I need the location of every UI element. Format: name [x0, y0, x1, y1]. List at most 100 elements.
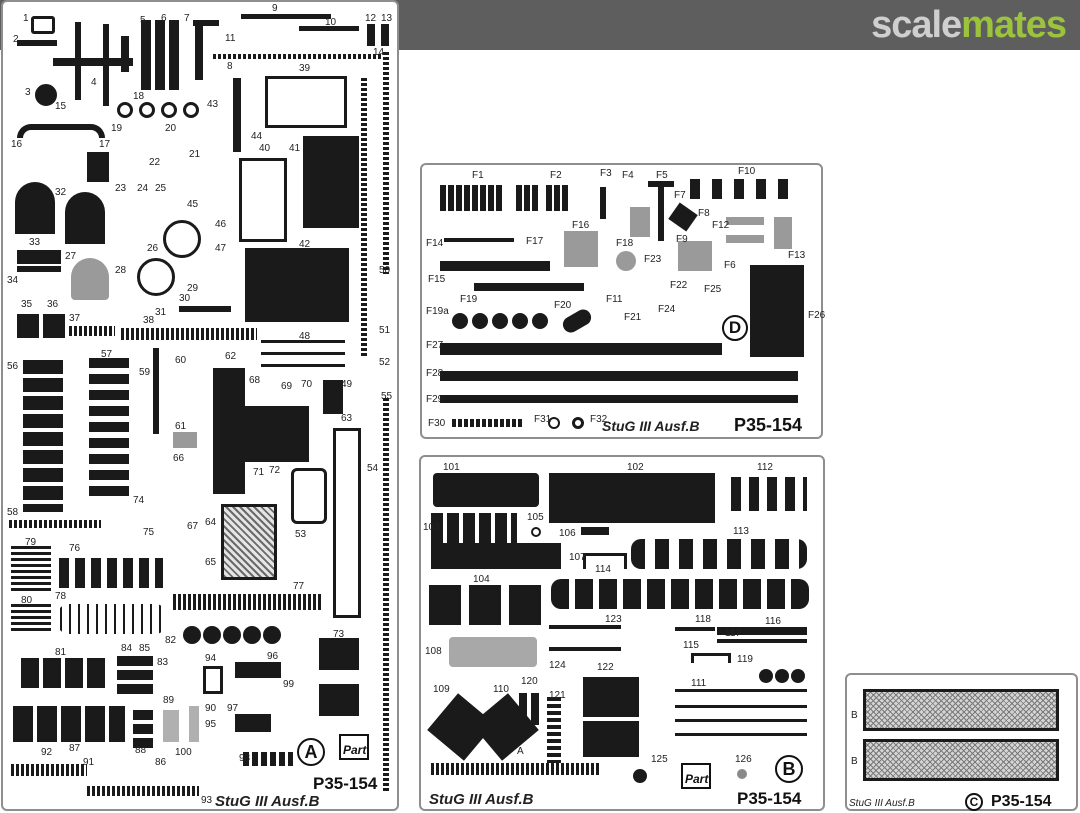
- part-code: P35-154: [734, 415, 803, 435]
- part-label: 29: [187, 283, 199, 294]
- part-label: 49: [341, 379, 353, 390]
- part-label: F31: [534, 414, 552, 425]
- part-shape: [235, 714, 271, 732]
- part-label: 126: [735, 754, 752, 765]
- part-label: 22: [149, 157, 161, 168]
- part-label: 46: [215, 219, 227, 230]
- part-label: 87: [69, 743, 81, 754]
- part-label: F14: [426, 238, 444, 249]
- part-label: F30: [428, 418, 446, 429]
- part-label: 113: [733, 526, 749, 537]
- part-label: 115: [683, 640, 699, 651]
- part-shape: [155, 20, 165, 90]
- part-shape: [137, 258, 175, 296]
- logo-text-scale: scale: [871, 4, 962, 46]
- part-shape: [564, 231, 598, 267]
- part-label: 31: [155, 307, 167, 318]
- fret-title: StuG III Ausf.B: [429, 791, 534, 808]
- part-shape: [153, 348, 159, 434]
- part-label: 4: [91, 77, 97, 88]
- part-shape: [261, 352, 345, 355]
- part-shape: [678, 241, 712, 271]
- part-shape: [431, 763, 601, 775]
- part-label: 69: [281, 381, 293, 392]
- part-label: 114: [595, 564, 611, 575]
- part-shape: [203, 666, 223, 694]
- part-label: 72: [269, 465, 281, 476]
- part-shape: [361, 78, 367, 358]
- part-shape: [750, 265, 804, 357]
- part-shape: [532, 313, 548, 329]
- part-shape: [600, 187, 606, 219]
- part-shape: [291, 468, 327, 524]
- part-label: 10: [325, 17, 337, 28]
- part-shape: [658, 181, 664, 241]
- part-shape: [195, 20, 203, 80]
- part-shape: [452, 419, 522, 427]
- part-label: 93: [201, 795, 213, 806]
- part-label: 37: [69, 313, 81, 324]
- part-label: 103: [423, 522, 440, 533]
- part-label: 24: [137, 183, 149, 194]
- part-label: 52: [379, 357, 391, 368]
- part-shape: [121, 36, 129, 72]
- fret-title: StuG III Ausf.B: [215, 793, 320, 810]
- part-label: 60: [175, 355, 187, 366]
- part-label: F7: [674, 190, 686, 201]
- part-label: 82: [165, 635, 177, 646]
- part-shape: [89, 358, 129, 496]
- part-shape: [731, 477, 807, 511]
- fret-a: 1 2 3 4 5 6 7 8 9 10 11 12 13 14 15 16 1…: [1, 0, 399, 811]
- part-shape: [9, 520, 101, 528]
- part-label: 51: [379, 325, 391, 336]
- part-label: 84: [121, 643, 133, 654]
- part-shape: [367, 24, 375, 46]
- part-shape: [43, 314, 65, 338]
- part-brand-logo: Part: [681, 763, 711, 789]
- part-label: F12: [712, 220, 730, 231]
- brand-text: Part: [685, 772, 709, 786]
- part-label: F29: [426, 394, 444, 405]
- part-label: 16: [11, 139, 23, 150]
- part-label: 43: [207, 99, 219, 110]
- part-label: 27: [65, 251, 77, 262]
- part-shape: [726, 217, 764, 225]
- part-shape: [630, 207, 650, 237]
- part-label: 91: [83, 757, 95, 768]
- part-shape: [549, 647, 621, 651]
- part-shape: [717, 627, 807, 635]
- part-shape: [121, 328, 257, 340]
- part-shape: [245, 406, 309, 462]
- part-label: 74: [133, 495, 145, 506]
- part-shape: [203, 626, 221, 644]
- part-label: 15: [55, 101, 67, 112]
- part-shape: [319, 638, 359, 670]
- part-label: 71: [253, 467, 265, 478]
- part-label: 108: [425, 646, 442, 657]
- part-label: 9: [272, 3, 278, 14]
- part-shape: [726, 235, 764, 243]
- fret-letter-d: D: [722, 315, 748, 341]
- part-label: 5: [140, 15, 146, 26]
- part-shape: [549, 473, 715, 523]
- part-shape: [133, 710, 153, 748]
- scalemates-logo[interactable]: scalemates: [871, 4, 1067, 47]
- part-shape: [581, 527, 609, 535]
- part-shape: [161, 102, 177, 118]
- part-shape: [775, 669, 789, 683]
- part-shape: [737, 769, 747, 779]
- part-label: 90: [205, 703, 217, 714]
- part-shape: [547, 697, 561, 765]
- part-shape: [265, 76, 347, 128]
- part-shape: [759, 669, 773, 683]
- part-label: 45: [187, 199, 199, 210]
- part-shape: [791, 669, 805, 683]
- part-shape: [17, 40, 57, 46]
- part-label: 86: [155, 757, 167, 768]
- logo-text-mates: mates: [961, 4, 1067, 46]
- part-shape: [13, 706, 125, 742]
- part-shape: [189, 706, 199, 742]
- part-shape: [303, 136, 359, 228]
- part-shape: [169, 20, 179, 90]
- part-shape: [103, 24, 109, 106]
